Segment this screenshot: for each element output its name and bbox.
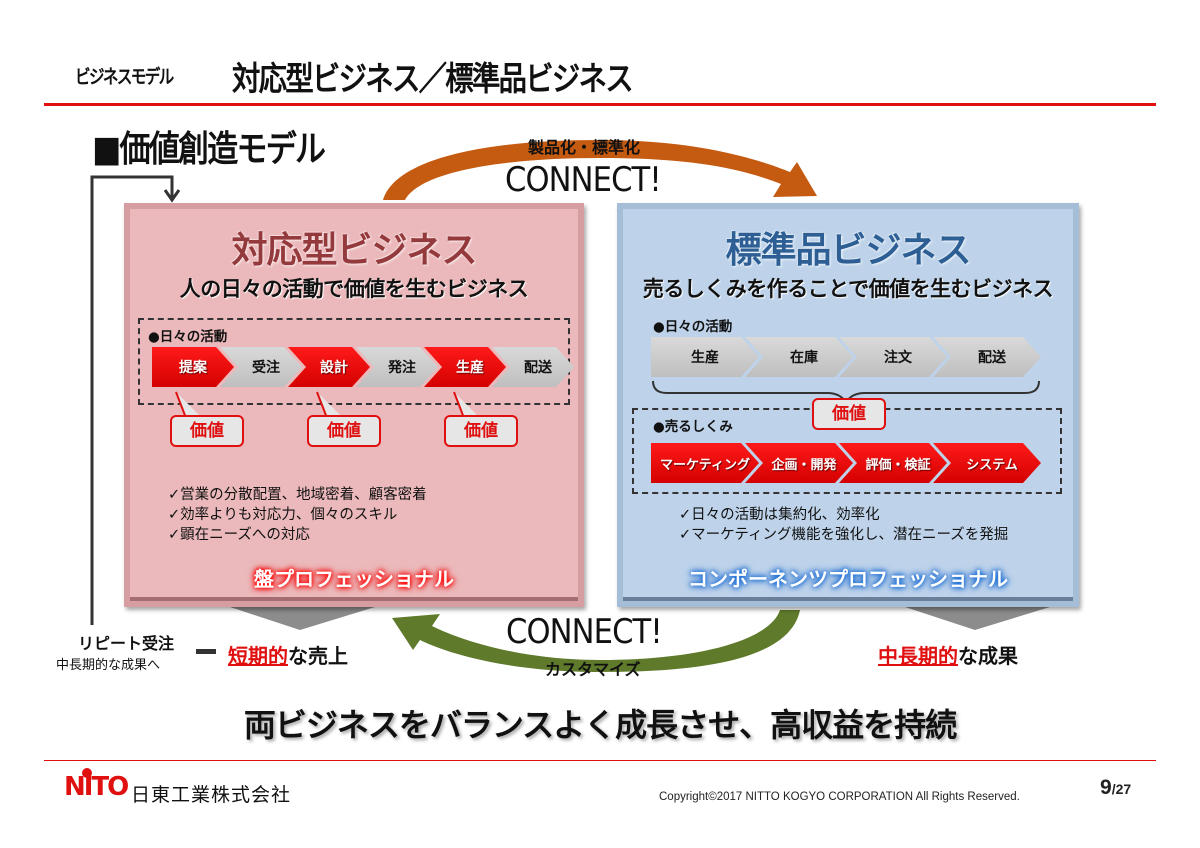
- long-term-result: 中長期的な成果: [878, 640, 1018, 669]
- short-term-rest: な売上: [288, 644, 348, 668]
- repeat-order-loop-line: [90, 175, 174, 625]
- check-item: 日々の活動は集約化、効率化: [679, 505, 1008, 525]
- responsive-business-title: 対応型ビジネス: [231, 230, 477, 271]
- responsive-business-points: 営業の分散配置、地域密着、顧客密着 効率よりも対応力、個々のスキル 顕在ニーズへ…: [168, 485, 427, 545]
- bottom-arrow-caption: カスタマイズ: [545, 660, 641, 679]
- repeat-order-arrowhead: [163, 189, 181, 203]
- repeat-order-label: リピート受注: [78, 634, 175, 653]
- footer-divider: [44, 760, 1156, 761]
- standard-business-subtitle: 売るしくみを作ることで価値を生むビジネス: [642, 277, 1054, 301]
- company-logo: NITO: [64, 772, 129, 802]
- bottom-curved-arrow: [392, 610, 800, 672]
- long-term-rest: な成果: [958, 644, 1018, 668]
- copyright-notice: Copyright©2017 NITTO KOGYO CORPORATION A…: [659, 791, 1020, 803]
- conclusion-statement: 両ビジネスをバランスよく成長させ、高収益を持続: [243, 706, 957, 744]
- section-title: ■価値創造モデル: [92, 129, 326, 170]
- short-term-highlight: 短期的: [228, 644, 288, 668]
- step-chevron: 生産: [651, 337, 759, 377]
- bottom-connect-label: CONNECT!: [506, 612, 663, 652]
- step-chevron: 評価・検証: [839, 443, 947, 483]
- panel-professional-label: 盤プロフェッショナル: [254, 567, 454, 591]
- header-divider: [44, 103, 1156, 106]
- top-connect-label: CONNECT!: [505, 160, 662, 200]
- standard-business-title: 標準品ビジネス: [725, 230, 971, 271]
- step-chevron: 企画・開発: [745, 443, 853, 483]
- value-callout: 価値: [812, 398, 886, 430]
- dash-connector: [196, 649, 216, 654]
- check-item: 営業の分散配置、地域密着、顧客密着: [168, 485, 427, 505]
- page-current: 9: [1100, 776, 1112, 799]
- responsive-business-panel: 対応型ビジネス 人の日々の活動で価値を生むビジネス ●日々の活動 提案 受注 設…: [124, 203, 584, 607]
- responsive-business-subtitle: 人の日々の活動で価値を生むビジネス: [179, 277, 529, 301]
- company-name: 日東工業株式会社: [131, 784, 292, 806]
- standard-product-business-panel: 標準品ビジネス 売るしくみを作ることで価値を生むビジネス ●日々の活動 生産 在…: [617, 203, 1079, 607]
- page-title: 対応型ビジネス／標準品ビジネス: [232, 59, 634, 98]
- sales-mechanism-steps: マーケティング 企画・開発 評価・検証 システム: [651, 443, 1027, 483]
- daily-activity-steps: 提案 受注 設計 発注 生産 配送: [152, 347, 560, 387]
- page-total: /27: [1111, 781, 1132, 797]
- daily-activity-label: ●日々の活動: [148, 329, 228, 345]
- daily-activity-label: ●日々の活動: [653, 319, 733, 335]
- step-chevron: 配送: [933, 337, 1041, 377]
- header-category: ビジネスモデル: [75, 66, 174, 88]
- step-chevron: 注文: [839, 337, 947, 377]
- page-number: 9/27: [1100, 776, 1131, 800]
- right-result-triangle: [905, 607, 1050, 630]
- top-curved-arrow: [383, 140, 817, 200]
- logo-dot: [82, 768, 92, 778]
- panel-professional-label: コンポーネンツプロフェッショナル: [688, 567, 1008, 591]
- value-callout-tails: [175, 391, 480, 419]
- top-arrow-caption: 製品化・標準化: [528, 138, 641, 157]
- repeat-order-sublabel: 中長期的な成果へ: [56, 658, 161, 673]
- step-chevron: システム: [933, 443, 1041, 483]
- short-term-result: 短期的な売上: [228, 640, 348, 669]
- step-chevron: 提案: [152, 347, 234, 387]
- value-callout: 価値: [170, 415, 244, 447]
- step-chevron: 設計: [288, 347, 370, 387]
- step-chevron: 在庫: [745, 337, 853, 377]
- left-result-triangle: [230, 607, 375, 630]
- long-term-highlight: 中長期的: [878, 644, 958, 668]
- check-item: 効率よりも対応力、個々のスキル: [168, 505, 427, 525]
- step-chevron: マーケティング: [651, 443, 759, 483]
- sales-mechanism-label: ●売るしくみ: [653, 419, 733, 435]
- daily-activity-steps: 生産 在庫 注文 配送: [651, 337, 1027, 377]
- check-item: 顕在ニーズへの対応: [168, 525, 427, 545]
- check-item: マーケティング機能を強化し、潜在ニーズを発掘: [679, 525, 1008, 545]
- value-callout: 価値: [444, 415, 518, 447]
- value-callout: 価値: [307, 415, 381, 447]
- standard-business-points: 日々の活動は集約化、効率化 マーケティング機能を強化し、潜在ニーズを発掘: [679, 505, 1008, 545]
